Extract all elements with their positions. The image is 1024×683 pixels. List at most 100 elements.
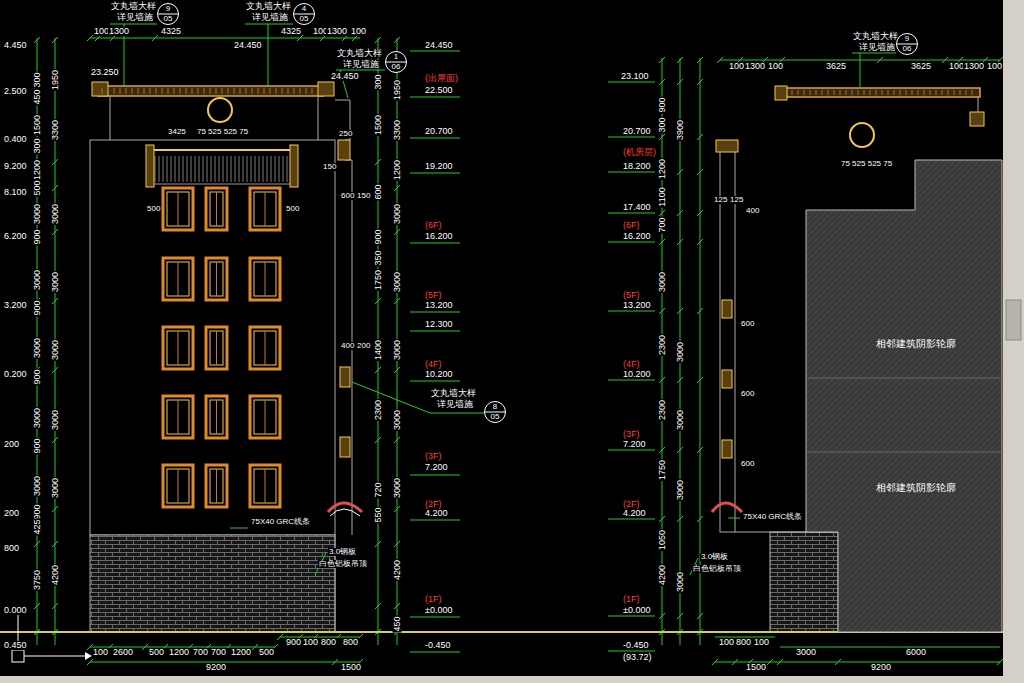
annotation-text: 500 bbox=[148, 648, 165, 657]
parapet-detail bbox=[318, 88, 319, 94]
dimension-tick bbox=[697, 613, 703, 619]
window-frame bbox=[250, 396, 280, 438]
floor-label: (6F) bbox=[622, 221, 641, 230]
dimension-text: 700 bbox=[658, 216, 667, 233]
parapet-detail bbox=[138, 88, 139, 94]
dimension-text: 3750 bbox=[33, 569, 42, 591]
annotation-text: 500 bbox=[146, 205, 161, 213]
dimension-tick bbox=[697, 134, 703, 140]
annotation-text: 500 bbox=[285, 205, 300, 213]
dimension-text: 3000 bbox=[33, 407, 42, 429]
annotation-text: 3625 bbox=[825, 62, 847, 71]
annotation-text: 700 bbox=[210, 648, 227, 657]
dimension-text: 1750 bbox=[658, 459, 667, 481]
balustrade-bar bbox=[199, 156, 200, 182]
dimension-tick bbox=[659, 79, 665, 85]
leader-line bbox=[268, 24, 269, 86]
dimension-tick bbox=[697, 516, 703, 522]
balustrade-bar bbox=[271, 156, 272, 182]
parapet-detail bbox=[210, 88, 211, 94]
window-glass bbox=[254, 331, 276, 365]
leader-line bbox=[430, 413, 484, 414]
dimension-tick bbox=[87, 659, 93, 665]
parapet-detail bbox=[858, 90, 859, 95]
window-mullion bbox=[265, 262, 266, 296]
profile-detail bbox=[340, 437, 350, 457]
dimension-tick bbox=[394, 541, 400, 547]
window-mullion bbox=[265, 469, 266, 503]
parapet-detail bbox=[192, 88, 193, 94]
dimension-text: 4200 bbox=[658, 564, 667, 586]
leader-line bbox=[860, 53, 861, 88]
annotation-text: 13.200 bbox=[424, 301, 454, 310]
annotation-text: 白色铝板吊顶 bbox=[318, 560, 368, 568]
parapet-detail bbox=[822, 90, 823, 95]
region-label: 相邻建筑阴影轮廓 bbox=[874, 482, 958, 494]
annotation-text: -0.450 bbox=[424, 641, 452, 650]
dimension-text: 450 bbox=[33, 88, 42, 105]
annotation-text: 75X40 GRC线条 bbox=[742, 513, 803, 521]
callout-circle bbox=[158, 4, 179, 25]
annotation-text: 700 bbox=[192, 648, 209, 657]
dimension-tick bbox=[375, 37, 381, 43]
parapet-detail bbox=[960, 90, 961, 95]
window-mullion bbox=[216, 192, 217, 226]
dimension-tick bbox=[52, 541, 58, 547]
dimension-tick bbox=[52, 185, 58, 191]
parapet-detail bbox=[840, 90, 841, 95]
annotation-text: 125 bbox=[729, 196, 744, 204]
annotation-text: 10.200 bbox=[424, 370, 454, 379]
dimension-text: 1950 bbox=[51, 69, 60, 91]
dimension-tick bbox=[697, 239, 703, 245]
balustrade-bar bbox=[231, 156, 232, 182]
annotation-text: 16.200 bbox=[622, 232, 652, 241]
detail-callout: 405 bbox=[293, 3, 315, 25]
dimension-tick bbox=[375, 367, 381, 373]
balustrade-bar bbox=[227, 156, 228, 182]
annotation-text: 1200 bbox=[230, 648, 252, 657]
floor-label: (5F) bbox=[424, 291, 443, 300]
parapet-detail bbox=[864, 90, 865, 95]
dimension-text: 3000 bbox=[393, 477, 402, 499]
annotation-text: 19.200 bbox=[424, 162, 454, 171]
floor-label: (5F) bbox=[622, 291, 641, 300]
dimension-tick bbox=[835, 659, 841, 665]
annotation-text: 1500 bbox=[745, 663, 767, 672]
annotation-text: 6000 bbox=[905, 648, 927, 657]
annotation-text: 4325 bbox=[160, 27, 182, 36]
callout-circle bbox=[294, 4, 315, 25]
parapet-detail bbox=[294, 88, 295, 94]
balustrade-bar bbox=[167, 156, 168, 182]
leader-line bbox=[352, 382, 430, 413]
window-glass bbox=[254, 400, 276, 434]
balustrade-bar bbox=[279, 156, 280, 182]
parapet-detail bbox=[150, 88, 151, 94]
balustrade-bar bbox=[287, 156, 288, 182]
level-line bbox=[410, 381, 460, 382]
dimension-tick bbox=[677, 210, 683, 216]
dimension-tick bbox=[677, 239, 683, 245]
dimension-tick bbox=[34, 37, 40, 43]
window-mullion bbox=[265, 400, 266, 434]
parapet-detail bbox=[288, 88, 289, 94]
parapet-detail bbox=[276, 88, 277, 94]
window-glass bbox=[167, 400, 189, 434]
annotation-text: 800 bbox=[3, 544, 20, 553]
balustrade-bar bbox=[283, 156, 284, 182]
parapet-detail bbox=[888, 90, 889, 95]
annotation-text: 3425 bbox=[167, 128, 187, 136]
annotation-text: 600 bbox=[740, 320, 755, 328]
dimension-text: 1500 bbox=[374, 114, 383, 136]
annotation-text: 1300 bbox=[744, 62, 766, 71]
annotation-text: 详见墙施 bbox=[858, 43, 896, 52]
window-glass bbox=[167, 262, 189, 296]
dimension-text: 3000 bbox=[393, 271, 402, 293]
floor-label: (6F) bbox=[424, 221, 443, 230]
dimension-text: 900 bbox=[658, 96, 667, 113]
annotation-text: 详见墙施 bbox=[436, 400, 474, 409]
annotation-text: 150 bbox=[356, 192, 371, 200]
balustrade-bar bbox=[215, 156, 216, 182]
parapet-detail bbox=[108, 88, 109, 94]
round-ornament bbox=[850, 123, 874, 147]
annotation-text: 900 bbox=[285, 638, 302, 647]
